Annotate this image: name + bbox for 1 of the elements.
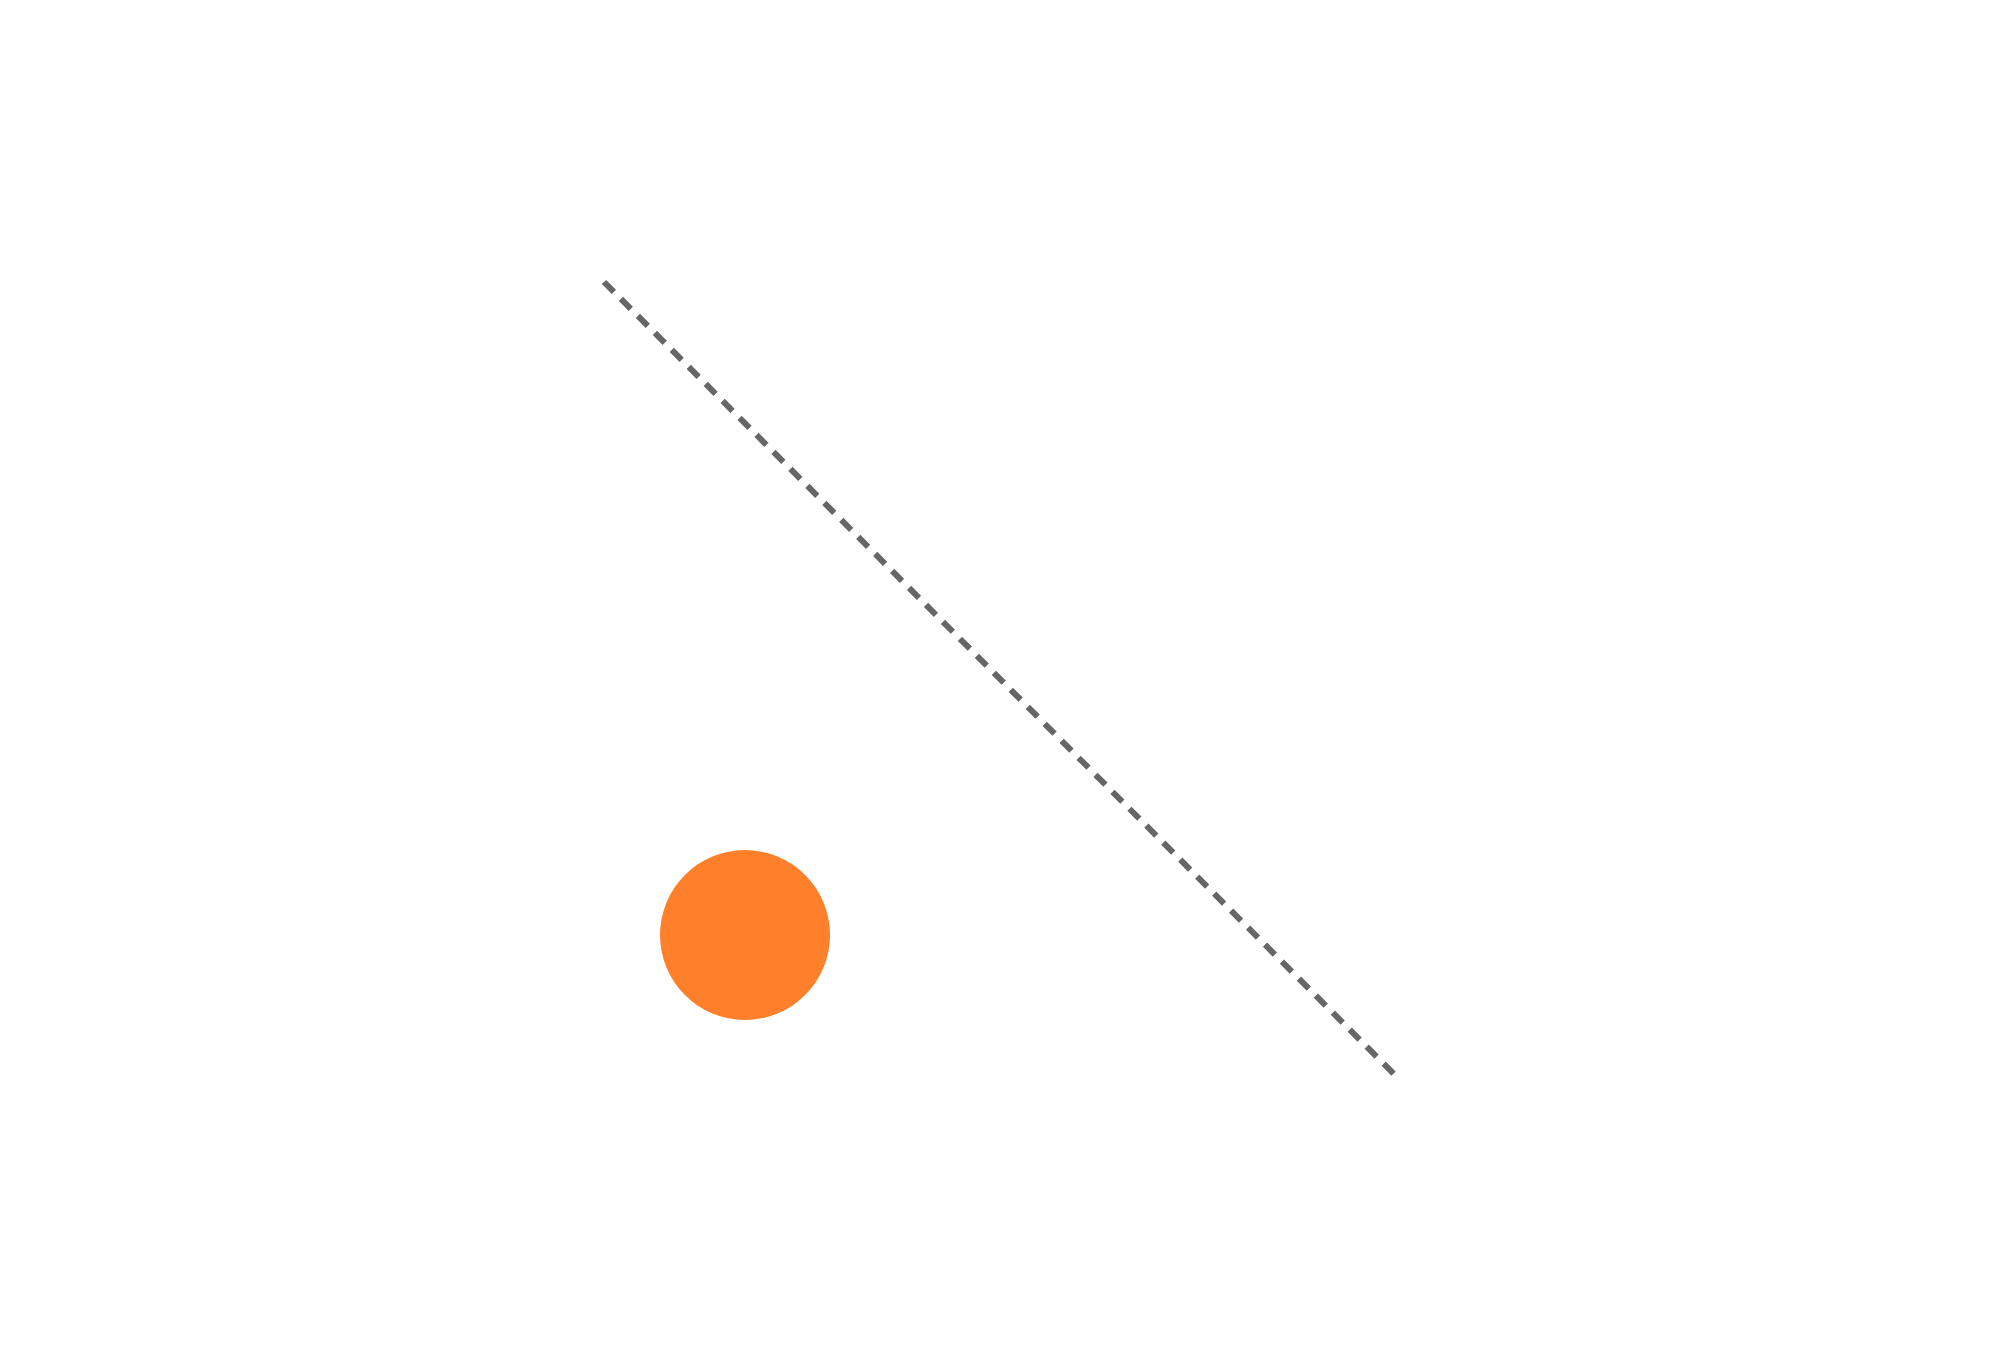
circle-shape (660, 850, 830, 1020)
